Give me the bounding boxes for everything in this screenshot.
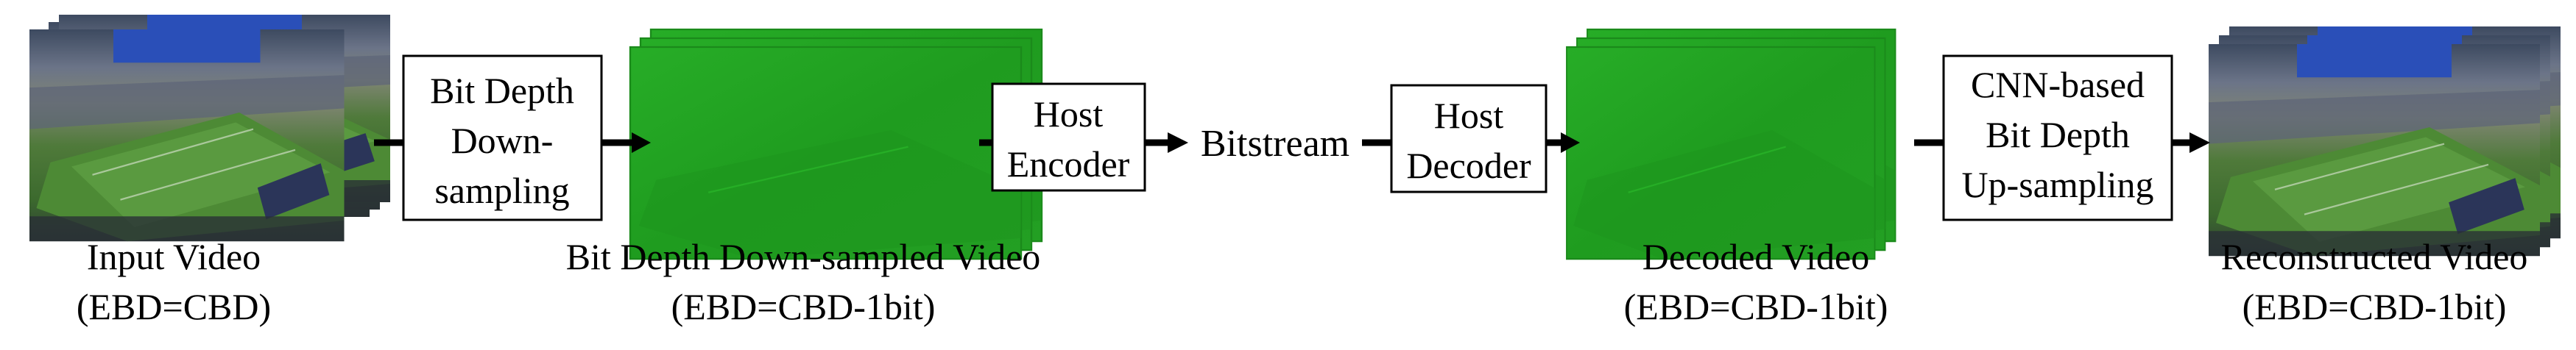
input-video-stack xyxy=(28,14,391,243)
arrow-head-4 xyxy=(2189,132,2210,153)
connectors xyxy=(374,132,2210,153)
arrow-head-2 xyxy=(1168,132,1188,153)
reconstructed-video-stack xyxy=(2207,25,2562,257)
decoded-caption-2: (EBD=CBD-1bit) xyxy=(1624,286,1888,327)
bitstream-label: Bitstream xyxy=(1201,123,1349,165)
decoder-line1: Host xyxy=(1434,95,1504,136)
cnn-upsampling-block: CNN-based Bit Depth Up-sampling xyxy=(1942,54,2173,221)
cnn-line3: Up-sampling xyxy=(1961,164,2153,205)
encoder-line2: Encoder xyxy=(1007,143,1130,185)
bit-depth-downsampling-block: Bit Depth Down- sampling xyxy=(402,54,603,221)
decoder-line2: Decoder xyxy=(1406,145,1531,186)
downsampling-line1: Bit Depth xyxy=(430,70,574,111)
decoded-caption-1: Decoded Video xyxy=(1642,236,1869,277)
reconstructed-caption-2: (EBD=CBD-1bit) xyxy=(2242,286,2507,327)
downsampled-caption-1: Bit Depth Down-sampled Video xyxy=(566,236,1041,277)
downsampled-caption-2: (EBD=CBD-1bit) xyxy=(671,286,936,327)
downsampling-line2: Down- xyxy=(451,120,554,161)
captions: Input Video (EBD=CBD) Bit Depth Down-sam… xyxy=(77,236,2528,327)
input-caption-2: (EBD=CBD) xyxy=(77,286,271,327)
reconstructed-caption-1: Reconstructed Video xyxy=(2221,236,2528,277)
host-encoder-block: Host Encoder xyxy=(991,82,1146,192)
cnn-line2: Bit Depth xyxy=(1986,114,2130,155)
decoded-video-stack xyxy=(1565,28,1896,260)
arrow-head-3 xyxy=(1561,132,1580,153)
arrow-head-1 xyxy=(632,132,651,153)
cnn-line1: CNN-based xyxy=(1971,64,2145,105)
input-caption-1: Input Video xyxy=(87,236,261,277)
host-decoder-block: Host Decoder xyxy=(1390,84,1548,193)
downsampling-line3: sampling xyxy=(434,170,569,211)
encoder-line1: Host xyxy=(1034,93,1104,135)
